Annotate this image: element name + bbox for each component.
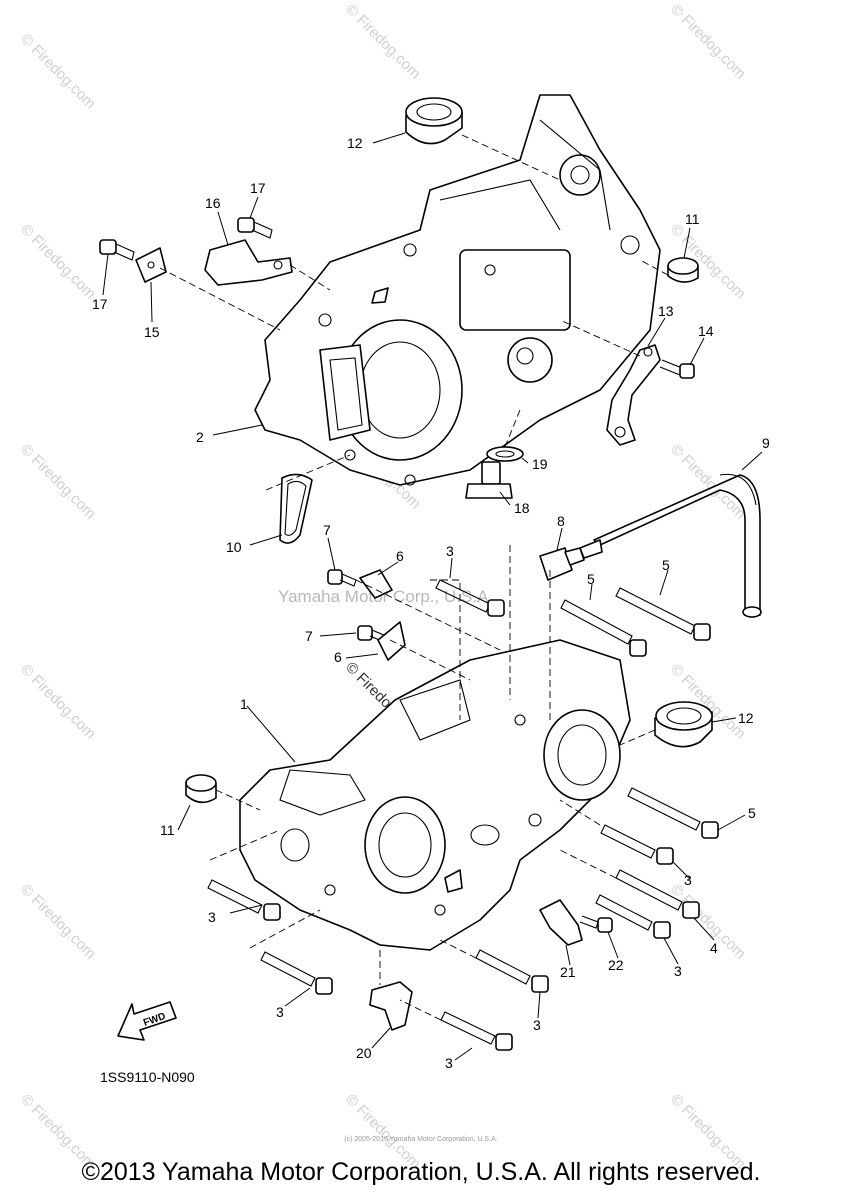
screw-part-7-lower xyxy=(357,625,387,643)
callout-19: 19 xyxy=(532,456,548,472)
callout-14: 14 xyxy=(698,323,714,339)
guide-part-20 xyxy=(369,981,413,1031)
washer-part-19 xyxy=(486,446,524,462)
callout-6-upper: 6 xyxy=(396,548,404,564)
bolt-part-3-bottom-left xyxy=(260,951,333,995)
callout-5-upper-right: 5 xyxy=(662,557,670,573)
firedog-watermark: © Firedog.com xyxy=(667,1,749,83)
callout-3-upper: 3 xyxy=(446,543,454,559)
center-watermark: Yamaha Motor Corp., U.S.A. xyxy=(278,587,493,606)
callout-8: 8 xyxy=(557,513,565,529)
callout-12-lower: 12 xyxy=(738,710,754,726)
callout-17-upper: 17 xyxy=(250,180,266,196)
callout-17-left: 17 xyxy=(92,296,108,312)
callout-16: 16 xyxy=(205,195,221,211)
callout-11-upper: 11 xyxy=(685,211,700,227)
callout-7-lower: 7 xyxy=(305,628,313,644)
firedog-watermark: © Firedog.com xyxy=(667,881,749,963)
bracket-part-21 xyxy=(539,899,583,946)
bolt-part-3-bottom-center xyxy=(475,949,549,993)
oil-seal-part-12-upper xyxy=(405,97,463,145)
bolt-part-3-left xyxy=(207,879,281,921)
callout-20: 20 xyxy=(356,1045,372,1061)
firedog-watermark: © Firedog.com xyxy=(17,221,99,303)
callout-3-bottom-center: 3 xyxy=(533,1017,541,1033)
bolt-part-5-left xyxy=(560,599,647,657)
copyright-notice: ©2013 Yamaha Motor Corporation, U.S.A. A… xyxy=(81,1158,761,1186)
callout-22: 22 xyxy=(608,957,624,973)
callout-21: 21 xyxy=(560,964,576,980)
hose-part-9 xyxy=(593,473,762,618)
plate-part-15 xyxy=(135,247,167,283)
callout-10: 10 xyxy=(226,539,242,555)
drain-bolt-part-18 xyxy=(465,461,513,499)
bolt-part-3-right-b xyxy=(595,894,671,939)
callout-2: 2 xyxy=(196,429,204,445)
bolt-part-5-right xyxy=(615,587,711,641)
bolt-part-3-bottom xyxy=(440,1011,513,1051)
crankcase-right-part-2 xyxy=(254,94,661,486)
callout-5-lower: 5 xyxy=(748,805,756,821)
bolt-part-5-lower xyxy=(627,787,719,839)
callout-15: 15 xyxy=(144,324,160,340)
fitting-part-8 xyxy=(539,539,603,581)
oil-seal-part-12-lower xyxy=(654,701,713,748)
callout-9: 9 xyxy=(762,435,770,451)
callout-3-left: 3 xyxy=(208,909,216,925)
diagram-code: 1SS9110-N090 xyxy=(100,1069,195,1085)
screw-part-22 xyxy=(579,915,613,933)
dowel-part-11-upper xyxy=(667,257,699,283)
callout-5-upper-left: 5 xyxy=(587,571,595,587)
leader-lines xyxy=(102,132,763,1061)
plate-part-13 xyxy=(606,344,661,446)
bolt-part-17-upper xyxy=(237,217,273,239)
clamp-part-6-upper xyxy=(359,569,393,599)
fwd-arrow: FWD xyxy=(117,1001,177,1041)
bolt-part-3-upper xyxy=(435,579,505,617)
callout-6-lower: 6 xyxy=(334,649,342,665)
firedog-watermark: © Firedog.com xyxy=(17,31,99,113)
firedog-watermark: © Firedog.com xyxy=(17,441,99,523)
callout-7-upper: 7 xyxy=(323,522,331,538)
screw-part-7-upper xyxy=(327,569,357,587)
callout-18: 18 xyxy=(514,500,530,516)
firedog-watermark: © Firedog.com xyxy=(342,1,424,83)
bolt-part-14 xyxy=(659,359,695,379)
bolt-part-4 xyxy=(615,869,700,919)
callout-3-bottom-left: 3 xyxy=(276,1004,284,1020)
callout-11-lower: 11 xyxy=(160,822,175,838)
callout-4: 4 xyxy=(710,940,718,956)
bolt-part-17-left xyxy=(99,239,135,261)
crankcase-left-part-1 xyxy=(239,639,631,951)
callout-labels: 12 17 16 17 15 11 13 14 2 9 19 18 10 8 7… xyxy=(92,135,770,1071)
callout-3-bottom: 3 xyxy=(445,1055,453,1071)
dowel-part-11-lower xyxy=(185,774,217,804)
firedog-watermark: © Firedog.com xyxy=(17,881,99,963)
callout-3-right-a: 3 xyxy=(684,872,692,888)
bracket-part-16 xyxy=(204,239,293,286)
bolt-part-3-right-a xyxy=(600,824,674,865)
callout-13: 13 xyxy=(658,303,674,319)
dashed-alignment-lines xyxy=(159,134,669,1021)
callout-3-right-b: 3 xyxy=(674,963,682,979)
callout-1: 1 xyxy=(240,696,248,712)
o-ring-part-10 xyxy=(279,473,313,544)
firedog-watermark: © Firedog.com xyxy=(17,661,99,743)
small-print: (c) 2005-2015 Yamaha Motor Corporation, … xyxy=(344,1136,498,1143)
callout-12-upper: 12 xyxy=(347,135,363,151)
